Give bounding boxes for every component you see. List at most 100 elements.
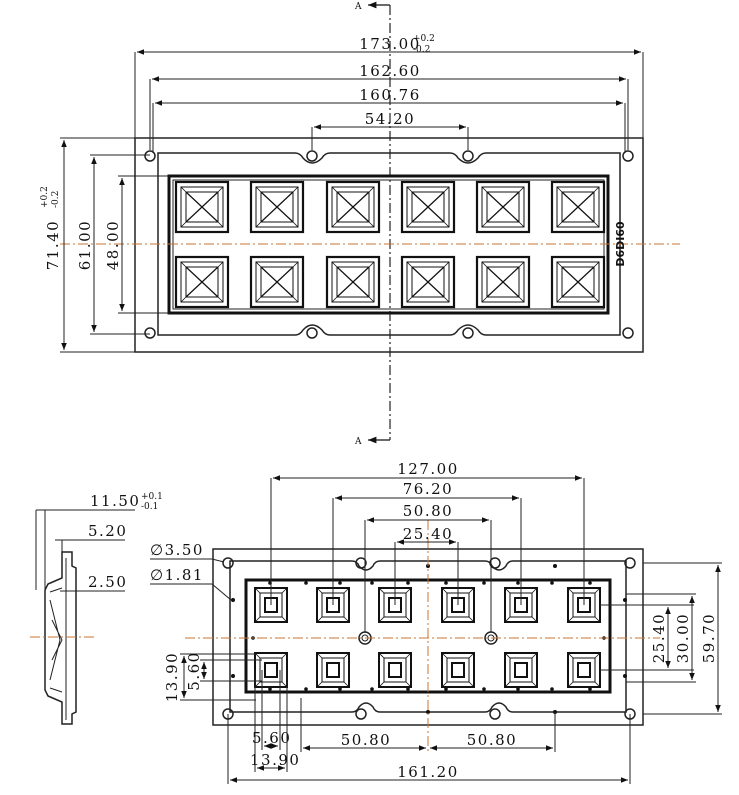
dim-160-value: 160.76	[359, 86, 421, 104]
dim-127-value: 127.00	[397, 460, 459, 478]
lens-cell	[249, 180, 305, 234]
dim-30-right-value: 30.00	[674, 613, 692, 663]
lens-cell	[400, 180, 456, 234]
section-arrow-bottom: A	[354, 436, 390, 447]
outer-plate	[134, 137, 644, 353]
dim-11-tol-minus: -0.1	[141, 502, 158, 512]
dim-162: 162.60	[149, 62, 629, 150]
dim-13-90-h-value: 13.90	[250, 751, 300, 769]
bottom-view: 127.00 76.20 50.80 25.40 ∅3.50 ∅1.81	[150, 460, 722, 784]
hole	[306, 327, 318, 339]
section-arrow-top: A	[354, 1, 390, 12]
lens-cell	[325, 180, 381, 234]
dim-59-right: 59.70	[643, 562, 722, 715]
lens-cell	[378, 652, 412, 688]
hole-callouts: ∅3.50 ∅1.81	[150, 541, 232, 601]
dim-11-tol-plus: +0.1	[141, 492, 163, 502]
dim-30-right: 30.00	[626, 593, 696, 683]
dim-173-tol-plus: +0.2	[413, 34, 435, 44]
dim-127: 127.00	[270, 460, 585, 605]
hole	[489, 708, 501, 720]
dim-5-60-v-value: 5.60	[185, 651, 203, 690]
lens-cell	[504, 652, 538, 688]
dim-48-value: 48.00	[104, 220, 122, 270]
dim-50-top: 50.80	[364, 502, 492, 632]
dim-50-bottom-right-value: 50.80	[467, 731, 517, 749]
hole	[355, 708, 367, 720]
dim-13-90-v-value: 13.90	[163, 652, 181, 702]
hole-dia-small: ∅1.81	[150, 566, 204, 584]
dim-61-value: 61.00	[76, 220, 94, 270]
dim-25-right-value: 25.40	[650, 613, 668, 663]
dim-5-20: 5.20	[55, 522, 127, 552]
top-view: A A	[40, 1, 680, 447]
part-marking: D6DI60	[614, 221, 627, 267]
hole	[355, 557, 367, 569]
dim-76: 76.20	[332, 480, 522, 605]
dim-161: 161.20	[227, 714, 631, 784]
hole	[462, 150, 474, 162]
dim-48: 48.00	[104, 175, 169, 314]
lens-cell	[441, 652, 475, 688]
dim-25-right: 25.40	[600, 604, 694, 671]
dim-54-value: 54.20	[365, 110, 415, 128]
lens-cell	[174, 255, 230, 309]
hole	[622, 150, 634, 162]
dim-160: 160.76	[152, 86, 626, 153]
dim-50-bottom-left-value: 50.80	[341, 731, 391, 749]
dim-13-90-v: 13.90	[163, 652, 256, 702]
lens-cell	[316, 652, 350, 688]
lens-cell	[174, 180, 230, 234]
dim-173-value: 173.00	[359, 35, 421, 53]
hole	[462, 327, 474, 339]
dim-59-right-value: 59.70	[700, 613, 718, 663]
dim-173-tol-minus: -0.2	[413, 45, 430, 55]
dim-25-top: 25.40	[394, 525, 459, 605]
dim-5-60-h-value: 5.60	[252, 729, 291, 747]
side-profile	[44, 551, 77, 725]
dim-25-top-value: 25.40	[403, 525, 453, 543]
lens-cell	[254, 652, 288, 688]
dim-11: 11.50 +0.1 -0.1	[35, 492, 163, 590]
dim-162-value: 162.60	[359, 62, 421, 80]
hole	[144, 327, 156, 339]
lens-cell	[550, 255, 606, 309]
dim-71-tol-plus: +0.2	[40, 186, 50, 208]
hole	[144, 150, 156, 162]
dim-71-value: 71.40	[44, 220, 62, 270]
dim-173: 173.00 +0.2 -0.2	[134, 34, 644, 138]
side-section-view: 11.50 +0.1 -0.1 5.20 2.50	[30, 492, 163, 725]
dim-54: 54.20	[311, 110, 469, 150]
section-label-bottom: A	[354, 437, 362, 447]
hole	[624, 557, 636, 569]
dim-11-value: 11.50	[90, 492, 140, 510]
dim-76-value: 76.20	[403, 480, 453, 498]
hole	[489, 557, 501, 569]
dim-2-50: 2.50	[60, 573, 127, 592]
hole	[306, 150, 318, 162]
lens-cell	[249, 255, 305, 309]
dim-2-50-value: 2.50	[88, 573, 127, 591]
lens-cell	[475, 255, 531, 309]
dim-71: 71.40 +0.2 -0.2	[40, 137, 135, 353]
inner-frame	[157, 152, 621, 336]
dim-71-tol-minus: -0.2	[51, 191, 61, 208]
mounting-holes	[144, 150, 634, 339]
section-label-top: A	[354, 2, 362, 12]
dim-50-bottom: 50.80 50.80	[300, 698, 556, 752]
hole	[622, 327, 634, 339]
hole-dia-large: ∅3.50	[150, 541, 204, 559]
dim-5-60-v: 5.60	[185, 651, 262, 691]
lens-cell	[550, 180, 606, 234]
lens-cell	[400, 255, 456, 309]
hole	[222, 557, 234, 569]
dim-5-20-value: 5.20	[88, 522, 127, 540]
lens-cell	[475, 180, 531, 234]
dim-161-value: 161.20	[397, 763, 459, 781]
dim-61: 61.00	[76, 154, 150, 335]
dim-5-60-h: 5.60	[252, 670, 291, 750]
dim-50-top-value: 50.80	[403, 502, 453, 520]
lens-cell	[325, 255, 381, 309]
dim-13-90-h: 13.90	[250, 670, 300, 772]
